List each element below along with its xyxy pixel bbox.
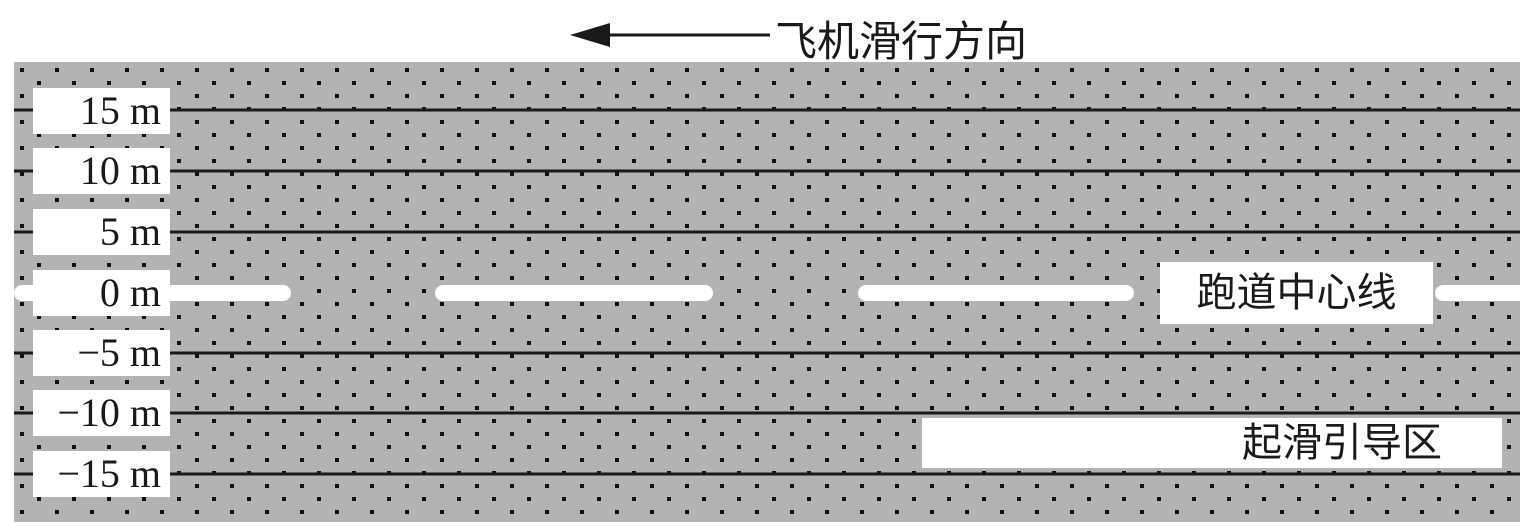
y-label-5m: 5 m	[33, 209, 170, 255]
direction-title: 飞机滑行方向	[775, 20, 1028, 66]
centerline-label: 跑道中心线	[1160, 262, 1433, 324]
y-label-10m: 10 m	[33, 148, 170, 194]
guide-zone-label: 起滑引导区	[922, 418, 1502, 468]
y-label-minus-5m: −5 m	[33, 330, 170, 376]
y-label-15m: 15 m	[33, 88, 170, 134]
distance-lines	[14, 108, 1520, 476]
direction-arrow-head	[570, 23, 610, 47]
y-label-minus-10m: −10 m	[33, 390, 170, 436]
y-label-0m: 0 m	[33, 270, 170, 316]
y-label-minus-15m: −15 m	[33, 451, 170, 497]
